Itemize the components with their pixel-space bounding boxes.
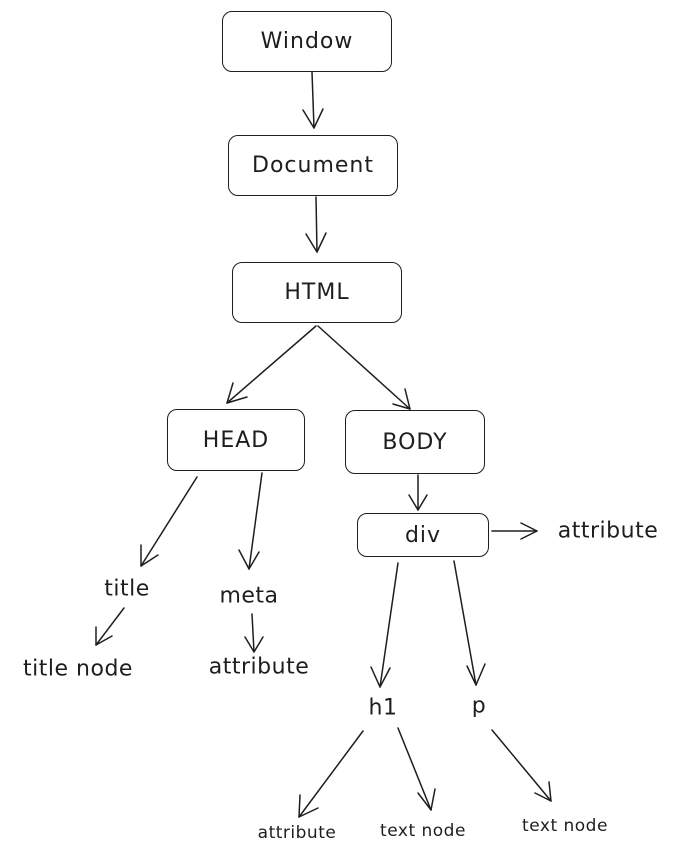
window-node: Window bbox=[222, 11, 392, 72]
edge-p-textnode bbox=[491, 729, 552, 802]
edge-h1-textnode bbox=[397, 727, 436, 811]
edge-div-h1 bbox=[370, 562, 399, 688]
h1-attribute-label: attribute bbox=[257, 823, 337, 843]
edge-document-html bbox=[305, 196, 327, 253]
html-label: HTML bbox=[284, 280, 350, 305]
h1-text-node-label: text node bbox=[380, 821, 466, 841]
edge-h1-attribute bbox=[298, 730, 364, 818]
div-node: div bbox=[357, 513, 489, 557]
meta-label: meta bbox=[219, 583, 279, 609]
edge-head-meta bbox=[238, 472, 263, 570]
div-attribute-label: attribute bbox=[557, 518, 659, 544]
p-label: p bbox=[471, 693, 487, 719]
head-label: HEAD bbox=[202, 427, 270, 453]
head-node: HEAD bbox=[167, 409, 305, 471]
edge-title-titlenode bbox=[95, 607, 125, 646]
body-label: BODY bbox=[382, 429, 448, 455]
title-node-label: title node bbox=[23, 656, 133, 682]
edge-div-p bbox=[453, 560, 486, 686]
h1-label: h1 bbox=[368, 695, 398, 721]
document-label: Document bbox=[252, 153, 374, 178]
edge-html-head bbox=[226, 325, 317, 404]
body-node: BODY bbox=[345, 410, 485, 474]
edge-body-div bbox=[408, 474, 428, 511]
p-text-node-label: text node bbox=[522, 816, 608, 836]
meta-attribute-label: attribute bbox=[208, 654, 310, 680]
edge-html-body bbox=[317, 325, 411, 410]
edge-meta-attribute bbox=[244, 613, 264, 653]
title-label: title bbox=[104, 576, 150, 602]
document-node: Document bbox=[228, 135, 398, 196]
html-node: HTML bbox=[232, 262, 402, 323]
window-label: Window bbox=[260, 29, 354, 54]
div-label: div bbox=[404, 522, 442, 548]
edge-div-attribute bbox=[491, 522, 538, 540]
edge-head-title bbox=[140, 476, 198, 567]
edge-window-document bbox=[302, 71, 324, 129]
